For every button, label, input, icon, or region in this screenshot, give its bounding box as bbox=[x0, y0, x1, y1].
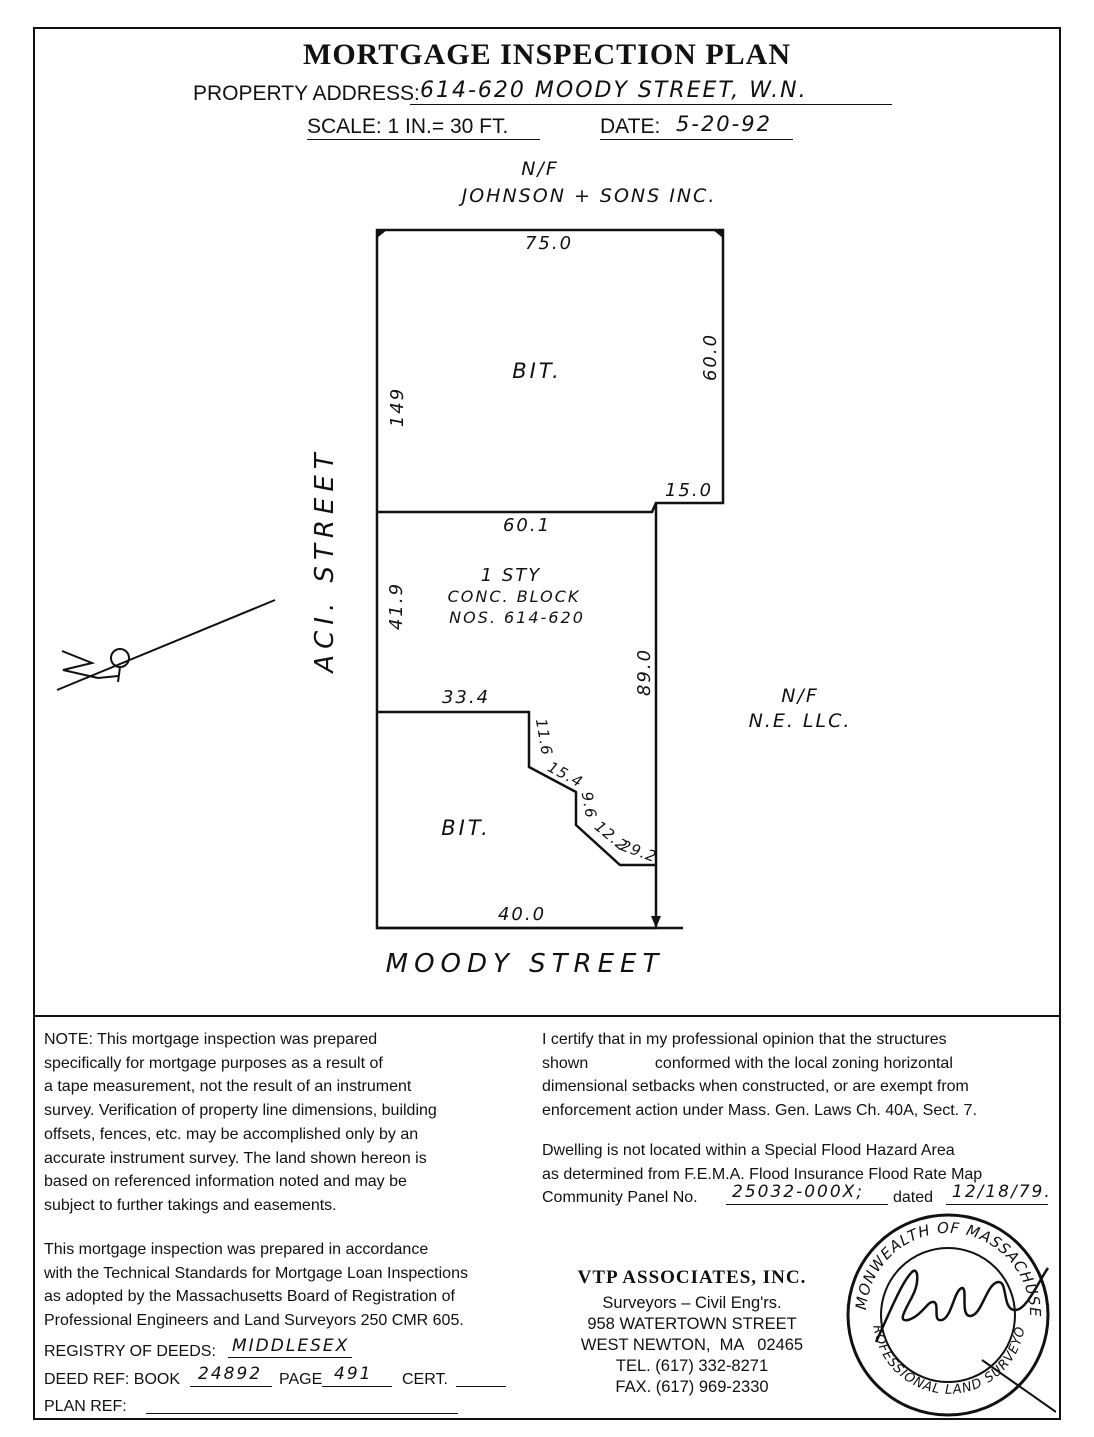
certification-paragraph: I certify that in my professional opinio… bbox=[542, 1028, 977, 1123]
dim-segment-5: 29.2 bbox=[618, 836, 659, 866]
standards-line: Professional Engineers and Land Surveyor… bbox=[44, 1312, 464, 1330]
plan-ref-label: PLAN REF: bbox=[44, 1398, 127, 1415]
registry-underline bbox=[228, 1357, 352, 1358]
dim-right-upper: 60.0 bbox=[700, 333, 721, 381]
cert-underline bbox=[456, 1386, 506, 1387]
firm-line-2: 958 WATERTOWN STREET bbox=[587, 1315, 797, 1333]
dated-underline bbox=[946, 1204, 1048, 1205]
building-label-stories: 1 STY bbox=[481, 565, 542, 586]
date-value: 5-20-92 bbox=[676, 112, 772, 136]
note-paragraph: NOTE: This mortgage inspection was prepa… bbox=[44, 1028, 437, 1218]
certification-line: I certify that in my professional opinio… bbox=[542, 1031, 947, 1048]
signature bbox=[874, 1267, 1050, 1343]
firm-line-5: FAX. (617) 969-2330 bbox=[615, 1378, 769, 1396]
dim-building-top: 60.1 bbox=[503, 515, 551, 536]
plan-ref-underline bbox=[146, 1413, 458, 1414]
certification-line: shown conformed with the local zoning ho… bbox=[542, 1054, 953, 1072]
registry-value: MIDDLESEX bbox=[232, 1336, 350, 1356]
registry-label: REGISTRY OF DEEDS: bbox=[44, 1343, 216, 1360]
flood-line: as determined from F.E.M.A. Flood Insura… bbox=[542, 1165, 983, 1183]
scale-underline bbox=[307, 139, 540, 140]
firm-line-1: Surveyors – Civil Eng'rs. bbox=[602, 1294, 782, 1312]
north-abutter-nf: N/F bbox=[521, 158, 559, 180]
firm-name: VTP ASSOCIATES, INC. bbox=[577, 1267, 807, 1288]
book-underline bbox=[190, 1386, 272, 1387]
page-underline bbox=[322, 1386, 392, 1387]
dim-step: 15.0 bbox=[665, 480, 713, 501]
east-abutter-name: N.E. LLC. bbox=[749, 710, 852, 732]
address-label: PROPERTY ADDRESS: bbox=[193, 82, 420, 105]
note-line: offsets, fences, etc. may be accomplishe… bbox=[44, 1125, 419, 1143]
note-line: specifically for mortgage purposes as a … bbox=[44, 1054, 383, 1072]
panel-underline bbox=[726, 1204, 888, 1205]
scale-label: SCALE: 1 IN.= 30 FT. bbox=[307, 115, 509, 138]
professional-seal: COMMONWEALTH OF MASSACHUSETTS PROFESSION… bbox=[842, 1212, 1056, 1417]
dim-right-lower: 89.0 bbox=[634, 648, 655, 696]
sheet-divider bbox=[33, 1015, 1061, 1017]
cert-label: CERT. bbox=[402, 1371, 448, 1388]
standards-paragraph: This mortgage inspection was prepared in… bbox=[44, 1238, 468, 1333]
firm-block: VTP ASSOCIATES, INC. Surveyors – Civil E… bbox=[556, 1267, 828, 1398]
firm-line-3: WEST NEWTON, MA 02465 bbox=[580, 1336, 804, 1354]
surface-top: BIT. bbox=[512, 359, 562, 383]
note-line: based on referenced information noted an… bbox=[44, 1173, 407, 1191]
firm-line-4: TEL. (617) 332-8271 bbox=[615, 1357, 769, 1375]
flood-paragraph: Dwelling is not located within a Special… bbox=[542, 1139, 982, 1186]
date-underline bbox=[600, 139, 793, 140]
corner-tick-ne bbox=[713, 230, 723, 238]
north-abutter-name: JOHNSON + SONS INC. bbox=[458, 185, 717, 207]
surface-bottom: BIT. bbox=[441, 816, 491, 840]
note-line: NOTE: This mortgage inspection was prepa… bbox=[44, 1031, 378, 1048]
note-line: subject to further takings and easements… bbox=[44, 1196, 337, 1214]
dim-left-upper: 149 bbox=[387, 387, 408, 427]
west-street-label: ACI. STREET bbox=[310, 447, 340, 674]
deed-page-value: 491 bbox=[334, 1364, 373, 1384]
address-value: 614-620 MOODY STREET, W.N. bbox=[420, 78, 808, 103]
signature-stroke bbox=[981, 1359, 1056, 1413]
building-outline bbox=[377, 502, 658, 867]
dim-segment-3: 9.6 bbox=[578, 790, 600, 820]
note-line: accurate instrument survey. The land sho… bbox=[44, 1149, 427, 1167]
note-line: a tape measurement, not the result of an… bbox=[44, 1078, 412, 1096]
plan-sheet-border bbox=[33, 27, 1061, 1420]
certification-line: enforcement action under Mass. Gen. Laws… bbox=[542, 1102, 977, 1120]
dim-building-bottom: 33.4 bbox=[442, 687, 490, 708]
site-plan-drawing: N/F JOHNSON + SONS INC. 75.0 BIT. 60.0 1… bbox=[56, 158, 852, 979]
dated-value: 12/18/79. bbox=[952, 1182, 1052, 1202]
deed-label: DEED REF: BOOK bbox=[44, 1371, 181, 1388]
corner-tick-nw bbox=[377, 230, 387, 238]
address-underline bbox=[410, 104, 892, 105]
flood-line: Dwelling is not located within a Special… bbox=[542, 1142, 955, 1159]
north-arrow-icon bbox=[56, 599, 276, 691]
standards-line: with the Technical Standards for Mortgag… bbox=[44, 1264, 468, 1282]
certification-line: dimensional setbacks when constructed, o… bbox=[542, 1078, 969, 1096]
south-street-label: MOODY STREET bbox=[386, 949, 665, 979]
deed-page-label: PAGE bbox=[279, 1371, 323, 1388]
page-title: MORTGAGE INSPECTION PLAN bbox=[303, 38, 791, 71]
note-line: survey. Verification of property line di… bbox=[44, 1102, 437, 1120]
dated-label: dated bbox=[893, 1189, 934, 1206]
deed-book-value: 24892 bbox=[198, 1364, 263, 1384]
panel-label: Community Panel No. bbox=[542, 1189, 698, 1206]
building-label-construction: CONC. BLOCK bbox=[448, 587, 581, 606]
panel-value: 25032-000X; bbox=[732, 1182, 865, 1202]
standards-line: This mortgage inspection was prepared in… bbox=[44, 1241, 429, 1258]
standards-line: as adopted by the Massachusetts Board of… bbox=[44, 1288, 455, 1306]
date-label: DATE: bbox=[600, 115, 661, 138]
building-label-numbers: NOS. 614-620 bbox=[449, 608, 585, 627]
dim-bottom: 40.0 bbox=[498, 904, 546, 925]
dim-top: 75.0 bbox=[525, 233, 573, 254]
lot-boundary bbox=[375, 228, 725, 930]
dim-building-left: 41.9 bbox=[386, 582, 407, 630]
dim-segment-1: 11.6 bbox=[532, 717, 556, 757]
arrow-south bbox=[651, 916, 661, 928]
east-abutter-nf: N/F bbox=[781, 685, 819, 707]
